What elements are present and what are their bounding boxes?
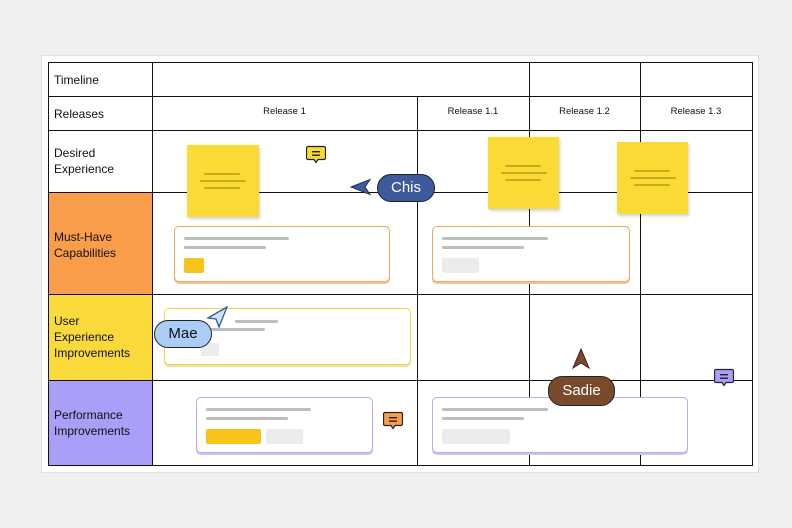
grid-line [48,130,753,131]
grid-line [48,465,753,466]
grid-line [48,96,753,97]
grid-line [152,62,153,466]
grid-line [48,380,753,381]
cursor-arrow-icon [571,347,591,375]
ux-row-bg [48,294,152,380]
release-header: Release 1.3 [670,106,722,117]
collaborator-tag: Mae [154,320,212,348]
feature-card[interactable] [174,226,390,282]
release-header: Release 1 [263,106,306,117]
comment-icon[interactable] [382,411,404,436]
feature-card[interactable] [432,226,630,282]
release-header: Release 1.1 [447,106,499,117]
comment-icon[interactable] [305,145,327,170]
grid-line [417,96,418,466]
row-label-performance: Performance Improvements [54,408,131,438]
row-label-must-have: Must-Have Capabilities [54,230,117,260]
cursor-arrow-icon [205,305,229,333]
release-header: Release 1.2 [559,106,610,117]
row-label-ux-improvements: User Experience Improvements [54,314,131,360]
must-have-row-bg [48,192,152,294]
sticky-note[interactable] [187,145,259,217]
comment-icon[interactable] [713,368,735,393]
row-label-releases: Releases [54,107,105,121]
grid-line [752,62,753,466]
grid-line [640,62,641,466]
sticky-note[interactable] [488,137,559,209]
row-label-desired-experience: Desired Experience [54,146,115,176]
grid-line [48,62,49,466]
cursor-arrow-icon [349,178,372,201]
collaborator-tag: Sadie [548,376,615,406]
feature-card[interactable] [196,397,373,453]
row-label-timeline: Timeline [54,73,99,87]
grid-line [48,294,753,295]
performance-row-bg [48,380,152,466]
collaborator-tag: Chis [377,174,435,202]
sticky-note[interactable] [617,142,688,214]
grid-line [48,62,753,63]
